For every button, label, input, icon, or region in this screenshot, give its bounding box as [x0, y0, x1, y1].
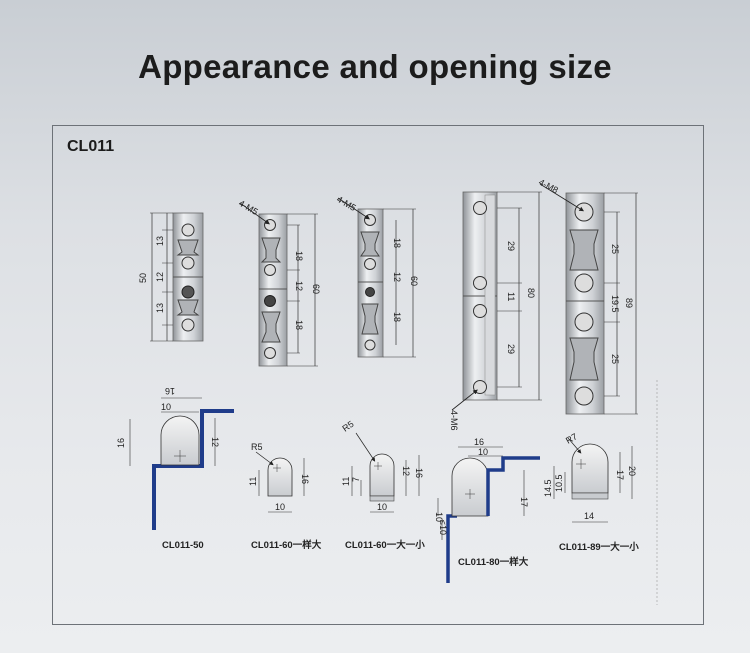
o5-dim-width: 14 — [584, 511, 594, 521]
o4-dim-gap2: ≤10 — [438, 520, 448, 535]
o2-caption: CL011-60一样大 — [251, 539, 322, 551]
o3-dim-h-right2: 16 — [414, 468, 424, 478]
hinge-5 — [539, 183, 638, 415]
o5-dim-h-right2: 20 — [627, 466, 637, 476]
h1-dim-top: 13 — [155, 236, 165, 246]
h4-dim-bot: 29 — [506, 344, 516, 354]
h3-dim-bot: 18 — [392, 312, 402, 322]
opening-1 — [129, 397, 234, 530]
o2-dim-width: 10 — [275, 502, 285, 512]
o2-dim-h-right: 16 — [300, 474, 310, 484]
o5-dim-h-left1: 14.5 — [543, 479, 553, 497]
h2-hole-label: 4-M5 — [237, 198, 260, 217]
h4-hole-label: 4-M6 — [449, 410, 459, 431]
o3-caption: CL011-60一大一小 — [345, 539, 425, 551]
h4-dim-top: 29 — [506, 241, 516, 251]
opening-4 — [437, 446, 540, 583]
opening-2 — [255, 451, 305, 513]
o3-dim-h-right1: 12 — [401, 466, 411, 476]
o1-dim-right: 12 — [210, 437, 220, 447]
o1-dim-width-inner: 10 — [161, 402, 171, 412]
h5-dim-top: 25 — [610, 244, 620, 254]
h1-dim-mid: 12 — [155, 272, 165, 282]
o1-dim-height: 16 — [116, 438, 126, 448]
h2-dim-bot: 18 — [294, 320, 304, 330]
o1-dim-width-outer: 16 — [165, 386, 175, 396]
h3-hole-label: 4-M5 — [335, 194, 358, 213]
h1-dim-bot: 13 — [155, 303, 165, 313]
h5-dim-bot: 25 — [610, 354, 620, 364]
h1-dim-total: 50 — [138, 273, 148, 283]
o5-dim-h-left2: 10.5 — [554, 474, 564, 492]
h5-hole-label: 4-M8 — [537, 177, 560, 195]
o5-caption: CL011-89一大一小 — [559, 541, 639, 553]
o4-dim-gap: 10 — [434, 512, 444, 522]
h5-dim-total: 89 — [624, 298, 634, 308]
hinge-1 — [150, 212, 204, 342]
o3-dim-h-left2: 7 — [351, 477, 361, 482]
h3-dim-total: 60 — [409, 276, 419, 286]
h2-dim-total: 60 — [311, 284, 321, 294]
o4-caption: CL011-80一样大 — [458, 556, 529, 568]
h2-dim-top: 18 — [294, 251, 304, 261]
o5-dim-h-right1: 17 — [615, 470, 625, 480]
h4-dim-mid: 11 — [506, 292, 516, 301]
hinge-2 — [239, 202, 318, 367]
h3-dim-top: 18 — [392, 238, 402, 248]
frame-label: CL011 — [67, 138, 115, 155]
o2-radius: R5 — [251, 442, 263, 452]
o2-dim-h-left: 11 — [248, 477, 258, 486]
h4-dim-total: 80 — [526, 288, 536, 298]
hinge-3 — [337, 197, 416, 358]
h5-dim-mid: 19.5 — [610, 295, 620, 313]
hinge-4 — [451, 191, 542, 411]
o1-caption: CL011-50 — [162, 540, 204, 551]
o4-dim-top1: 16 — [474, 437, 484, 447]
drawing-frame: CL011 — [52, 125, 704, 625]
opening-3 — [351, 432, 420, 513]
opening-5 — [553, 437, 633, 523]
o3-dim-width: 10 — [377, 502, 387, 512]
o3-dim-h-left1: 11 — [341, 477, 351, 486]
page-title: Appearance and opening size — [138, 48, 612, 85]
o4-dim-right: 17 — [519, 497, 529, 507]
h3-dim-mid: 12 — [392, 272, 402, 282]
o5-radius: R7 — [564, 431, 579, 445]
o4-dim-top2: 10 — [478, 447, 488, 457]
h2-dim-mid: 12 — [294, 281, 304, 291]
o3-radius: R5 — [340, 419, 355, 434]
